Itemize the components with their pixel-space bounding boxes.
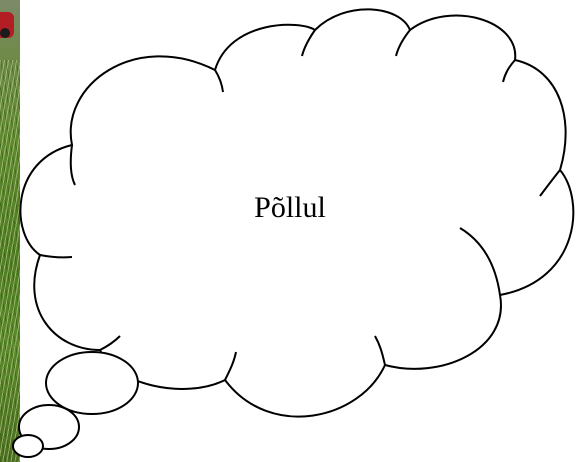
thought-bubble-dot-large xyxy=(45,351,139,415)
cloud-shape xyxy=(19,8,575,418)
background-photo-strip xyxy=(0,0,20,462)
grass-field-icon xyxy=(0,60,20,462)
thought-bubble-dot-small xyxy=(12,434,44,458)
car-tyre-icon xyxy=(0,28,10,38)
thought-bubble-text: Põllul xyxy=(254,191,326,224)
